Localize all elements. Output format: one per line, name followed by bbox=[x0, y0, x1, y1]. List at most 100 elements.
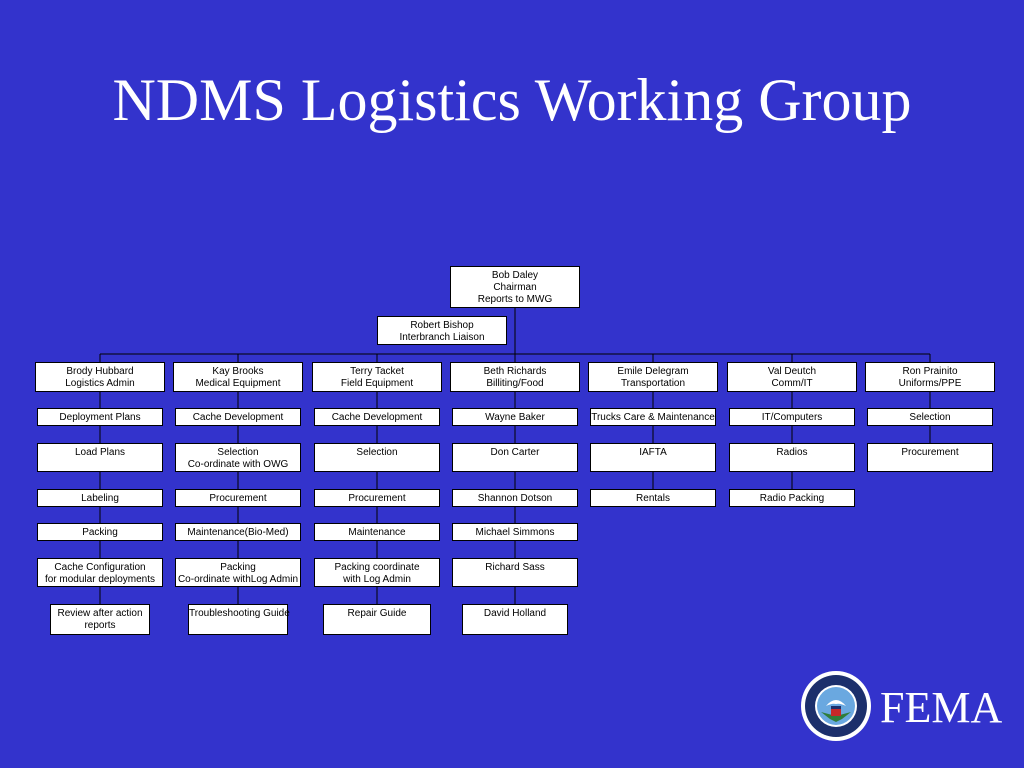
box-text-line: Shannon Dotson bbox=[477, 493, 553, 504]
box-text-line: Procurement bbox=[209, 493, 267, 504]
box-text-line: Troubleshooting Guide bbox=[189, 608, 290, 619]
box-text-line: Deployment Plans bbox=[59, 412, 141, 423]
box-text-line: Michael Simmons bbox=[475, 527, 555, 538]
task-box: Rentals bbox=[590, 489, 716, 507]
box-text-line: Radio Packing bbox=[759, 493, 825, 504]
task-box: Trucks Care & Maintenance bbox=[590, 408, 716, 426]
box-text-line: Ron Prainito bbox=[902, 366, 958, 377]
box-text-line: Field Equipment bbox=[340, 378, 414, 389]
task-box: Troubleshooting Guide bbox=[188, 604, 290, 635]
box-text-line: David Holland bbox=[483, 608, 547, 619]
box-text-line: Chairman bbox=[493, 282, 537, 293]
box-text-line: Maintenance bbox=[348, 527, 406, 538]
task-box: Repair Guide bbox=[323, 604, 431, 635]
box-text-line: Packing bbox=[82, 527, 118, 538]
box-text-line: Repair Guide bbox=[347, 608, 407, 619]
box-text-line: Co-ordinate withLog Admin bbox=[177, 574, 299, 585]
box-text-line: Val Deutch bbox=[767, 366, 817, 377]
box-text-line: Selection bbox=[909, 412, 951, 423]
task-box: Procurement bbox=[867, 443, 993, 472]
task-box: Procurement bbox=[175, 489, 301, 507]
box-text-line: Brody Hubbard bbox=[66, 366, 134, 377]
box-text-line: Medical Equipment bbox=[195, 378, 281, 389]
box-text-line: Reports to MWG bbox=[477, 294, 553, 305]
box-text-line: Procurement bbox=[901, 447, 959, 458]
task-box: Radio Packing bbox=[729, 489, 855, 507]
box-text-line: IAFTA bbox=[639, 447, 667, 458]
task-box: Wayne Baker bbox=[452, 408, 578, 426]
box-text-line: Transportation bbox=[620, 378, 686, 389]
box-text-line: Cache Development bbox=[192, 412, 284, 423]
box-text-line: Robert Bishop bbox=[410, 320, 474, 331]
task-box: Packing bbox=[37, 523, 163, 541]
box-text-line: Cache Configuration bbox=[54, 562, 146, 573]
box-text-line: for modular deployments bbox=[44, 574, 156, 585]
box-text-line: Comm/IT bbox=[771, 378, 813, 389]
box-text-line: Logistics Admin bbox=[65, 378, 135, 389]
task-box: Labeling bbox=[37, 489, 163, 507]
box-text-line: Co-ordinate with OWG bbox=[187, 459, 289, 470]
box-text-line: Labeling bbox=[81, 493, 119, 504]
task-box: IAFTA bbox=[590, 443, 716, 472]
box-text-line: Procurement bbox=[348, 493, 406, 504]
task-box: Radios bbox=[729, 443, 855, 472]
box-text-line: reports bbox=[84, 620, 116, 631]
task-box: Load Plans bbox=[37, 443, 163, 472]
box-text-line: IT/Computers bbox=[761, 412, 823, 423]
box-text-line: Rentals bbox=[636, 493, 670, 504]
box-text-line: Maintenance(Bio-Med) bbox=[187, 527, 289, 538]
box-text-line: Don Carter bbox=[490, 447, 540, 458]
box-text-line: Radios bbox=[776, 447, 808, 458]
dhs-seal-icon bbox=[801, 671, 871, 741]
box-text-line: Billiting/Food bbox=[486, 378, 544, 389]
task-box: Procurement bbox=[314, 489, 440, 507]
task-box: Selection bbox=[867, 408, 993, 426]
box-text-line: Review after action bbox=[57, 608, 143, 619]
task-box: Don Carter bbox=[452, 443, 578, 472]
box-text-line: Terry Tacket bbox=[350, 366, 404, 377]
box-text-line: Wayne Baker bbox=[485, 412, 545, 423]
slide-title: NDMS Logistics Working Group bbox=[112, 67, 912, 133]
box-text-line: with Log Admin bbox=[343, 574, 411, 585]
box-text-line: Interbranch Liaison bbox=[399, 332, 485, 343]
box-text-line: Beth Richards bbox=[483, 366, 547, 377]
box-text-line: Emile Delegram bbox=[617, 366, 689, 377]
box-text-line: Packing bbox=[220, 562, 256, 573]
box-text-line: Packing coordinate bbox=[334, 562, 420, 573]
task-box: Deployment Plans bbox=[37, 408, 163, 426]
box-text-line: Selection bbox=[356, 447, 398, 458]
box-text-line: Load Plans bbox=[74, 447, 126, 458]
box-text-line: Bob Daley bbox=[491, 270, 539, 281]
box-text-line: Selection bbox=[217, 447, 259, 458]
task-box: Cache Development bbox=[314, 408, 440, 426]
task-box: Richard Sass bbox=[452, 558, 578, 587]
task-box: IT/Computers bbox=[729, 408, 855, 426]
box-text-line: Richard Sass bbox=[485, 562, 545, 573]
box-text-line: Uniforms/PPE bbox=[898, 378, 962, 389]
task-box: David Holland bbox=[462, 604, 568, 635]
task-box: Maintenance bbox=[314, 523, 440, 541]
box-text-line: Kay Brooks bbox=[212, 366, 264, 377]
fema-wordmark: FEMA bbox=[880, 683, 1003, 732]
box-text-line: Trucks Care & Maintenance bbox=[591, 412, 715, 423]
task-box: Cache Development bbox=[175, 408, 301, 426]
task-box: Michael Simmons bbox=[452, 523, 578, 541]
task-box: Selection bbox=[314, 443, 440, 472]
box-text-line: Cache Development bbox=[331, 412, 423, 423]
task-box: Maintenance(Bio-Med) bbox=[175, 523, 301, 541]
